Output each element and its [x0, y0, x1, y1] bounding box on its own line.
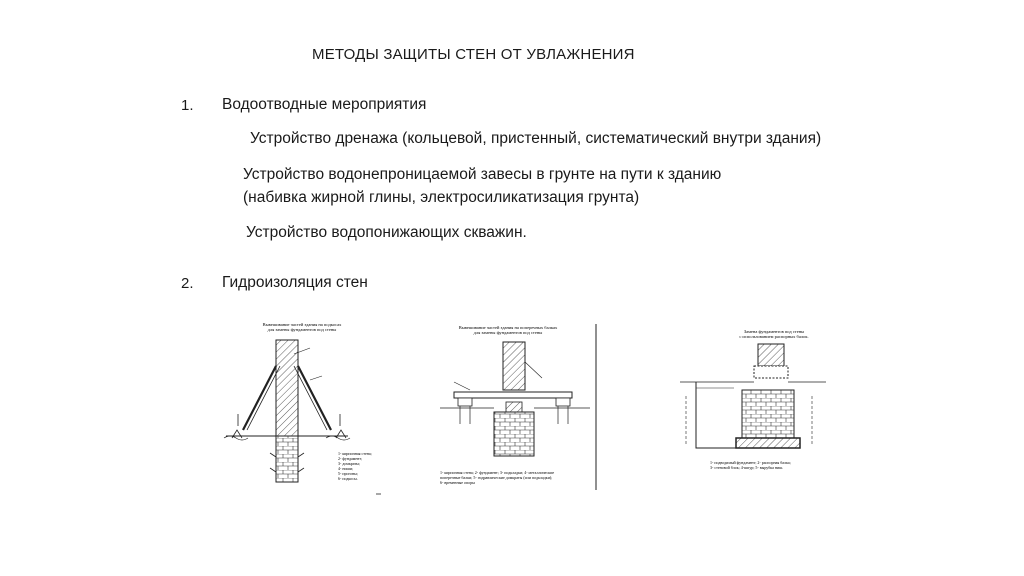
figure3-wall	[757, 343, 785, 367]
svg-text:3- домкраты;: 3- домкраты;	[338, 461, 360, 466]
figure3-foundation	[741, 389, 795, 439]
svg-text:3- стеновой блок; 4-шпур; 5-: 3- стеновой блок; 4-шпур; 5- вырубка ниш…	[710, 465, 783, 470]
svg-text:6- временные опоры: 6- временные опоры	[440, 480, 475, 485]
figure2-wall	[502, 341, 526, 391]
svg-text:поперечные балки; 5- гидравли: поперечные балки; 5- гидравлические домк…	[440, 475, 552, 480]
wells-item: Устройство водопонижающих скважин.	[246, 224, 527, 241]
section1-number: 1.	[181, 97, 194, 114]
svg-text:5- прогоны;: 5- прогоны;	[338, 471, 358, 476]
figure1-foundation	[275, 435, 299, 483]
svg-text:2- фундамент;: 2- фундамент;	[338, 456, 362, 461]
beam-underpinning-drawing: Вывешивание частей здания на поперечных …	[440, 324, 597, 490]
figure2-caption-line2: для замены фундаментов под стены	[474, 330, 543, 335]
spacer-beam-drawing: Замена фундаментов под стены с использов…	[680, 329, 826, 470]
curtain-item: Устройство водонепроницаемой завесы в гр…	[243, 166, 722, 183]
figure3-legend: 1- подводимый фундамент; 2- распорная ба…	[710, 460, 791, 470]
section2-number: 2.	[181, 275, 194, 292]
svg-text:6- подкосы.: 6- подкосы.	[338, 476, 358, 481]
figure1-strut-left	[242, 365, 277, 431]
figure1-wall	[275, 339, 299, 437]
strut-underpinning-drawing: Вывешивание частей здания на подкосах дл…	[223, 322, 381, 495]
figure1-caption-line2: для замены фундаментов под стены	[268, 327, 337, 332]
svg-text:1- кирпичная стена; 2- фундам: 1- кирпичная стена; 2- фундамент; 3- под…	[440, 470, 554, 475]
figure2-legend: 1- кирпичная стена; 2- фундамент; 3- под…	[440, 470, 554, 485]
svg-text:4- ниши;: 4- ниши;	[338, 466, 353, 471]
drainage-item: Устройство дренажа (кольцевой, пристенны…	[250, 130, 822, 147]
svg-text:1- кирпичная стена;: 1- кирпичная стена;	[338, 451, 372, 456]
curtain-item-detail: (набивка жирной глины, электросиликатиза…	[243, 189, 640, 206]
figure2-beam	[453, 391, 573, 399]
figure2-caption-line1: Вывешивание частей здания на поперечных …	[459, 325, 558, 330]
figure2-foundation	[493, 411, 535, 457]
page-title: МЕТОДЫ ЗАЩИТЫ СТЕН ОТ УВЛАЖНЕНИЯ	[312, 46, 635, 63]
figure1-legend: 1- кирпичная стена; 2- фундамент; 3- дом…	[338, 451, 372, 481]
section1-label: Водоотводные мероприятия	[222, 96, 427, 113]
figure1-strut-right	[297, 365, 332, 431]
figure3-footing	[735, 437, 801, 449]
section2-label: Гидроизоляция стен	[222, 274, 368, 291]
figure1-caption-line1: Вывешивание частей здания на подкосах	[263, 322, 342, 327]
figure3-caption-line2: с использованием распорных балок.	[739, 334, 808, 339]
figure3-caption-line1: Замена фундаментов под стены	[744, 329, 804, 334]
svg-text:1- подводимый фундамент; 2- р: 1- подводимый фундамент; 2- распорная ба…	[710, 460, 791, 465]
